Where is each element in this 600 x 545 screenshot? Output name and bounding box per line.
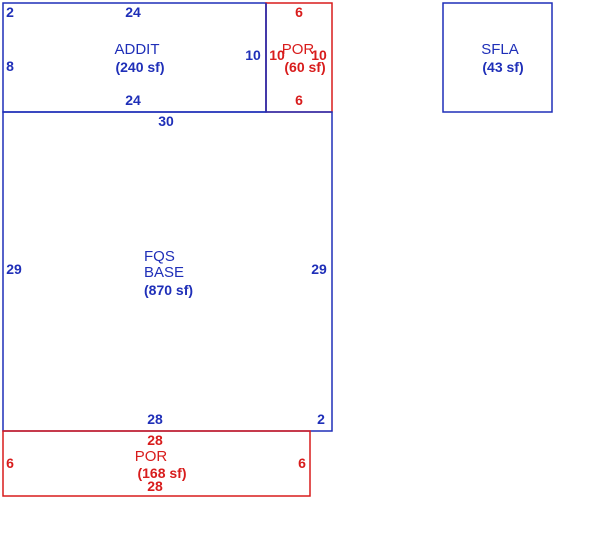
por-bottom-room	[2, 430, 311, 497]
por-bottom-right-dim: 6	[298, 455, 306, 471]
base-right-dim: 29	[311, 261, 327, 277]
addit-area: (240 sf)	[115, 59, 164, 75]
sfla-area: (43 sf)	[482, 59, 523, 75]
addit-top-dim: 24	[125, 4, 141, 20]
base-bottom-dim: 28	[147, 411, 163, 427]
base-top-dim: 30	[158, 113, 174, 129]
base-label-line2: BASE	[144, 264, 184, 281]
por-bottom-top-dim: 28	[147, 432, 163, 448]
por-bottom-left-dim: 6	[6, 455, 14, 471]
por-top-top-dim: 6	[295, 4, 303, 20]
base-left-dim: 29	[6, 261, 22, 277]
sfla-label: SFLA	[481, 41, 519, 58]
base-area: (870 sf)	[144, 282, 193, 298]
por-top-right-dim: 10	[311, 47, 327, 63]
por-top-area: (60 sf)	[284, 59, 325, 75]
addit-bottom-dim: 24	[125, 92, 141, 108]
base-label-line1: FQS	[144, 248, 175, 265]
por-top-label: POR	[282, 41, 315, 58]
addit-corner-dim: 2	[6, 4, 14, 20]
por-bottom-bottom-dim: 28	[147, 478, 163, 494]
por-bottom-area: (168 sf)	[137, 465, 186, 481]
por-top-bottom-dim: 6	[295, 92, 303, 108]
base-corner-dim: 2	[317, 411, 325, 427]
por-bottom-label: POR	[135, 448, 168, 465]
addit-left-dim: 8	[6, 58, 14, 74]
sfla-room	[442, 2, 553, 113]
por-top-left-dim: 10	[269, 47, 285, 63]
addit-label: ADDIT	[115, 41, 160, 58]
addit-right-dim: 10	[245, 47, 261, 63]
